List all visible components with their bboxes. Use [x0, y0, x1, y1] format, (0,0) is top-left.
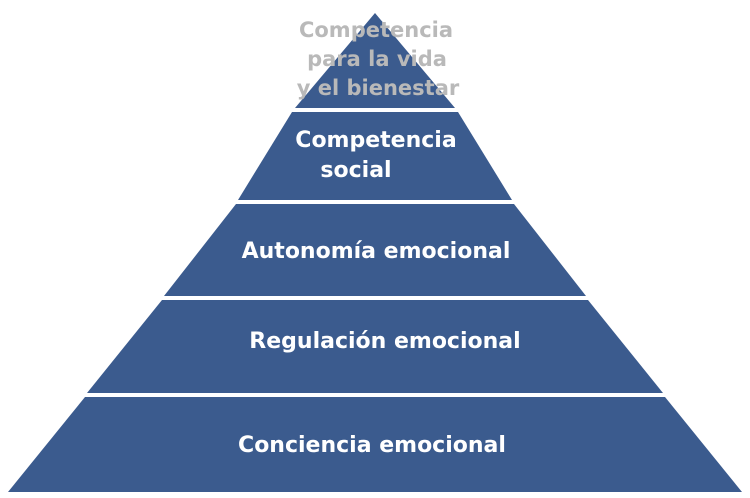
tier-label: social [320, 158, 391, 183]
tier-label: Competencia [295, 128, 456, 153]
top-label-line: Competencia [299, 18, 453, 42]
tier-conciencia-emocional [8, 397, 742, 492]
tier-competencia-social [238, 112, 512, 200]
tier-regulacion-emocional [87, 300, 663, 393]
tier-label: Conciencia emocional [238, 433, 506, 458]
top-label-line: para la vida [307, 47, 447, 71]
tier-label: Autonomía emocional [242, 239, 511, 264]
top-label: Competencia para la vida y el bienestar [297, 18, 460, 100]
tier-autonomia-emocional [164, 204, 586, 296]
tier-label: Regulación emocional [249, 329, 520, 354]
top-label-line: y el bienestar [297, 76, 460, 100]
tier-apex [295, 13, 455, 108]
